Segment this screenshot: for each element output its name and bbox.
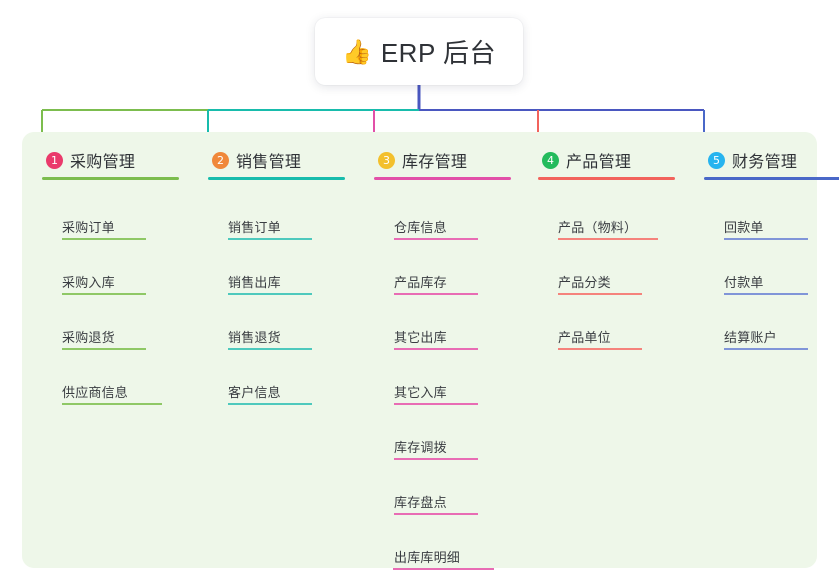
branch-underline — [704, 177, 839, 180]
leaf-item[interactable]: 付款单 — [724, 267, 816, 295]
branch-column-4: 4 产品管理产品（物料） 产品分类产品单位 — [530, 140, 680, 350]
leaf-item[interactable]: 其它入库 — [394, 377, 486, 405]
branch-column-3: 3 库存管理仓库信息产品库存其它出库其它入库库存调拨库存盘点出库库明细 — [366, 140, 516, 570]
leaf-item[interactable]: 客户信息 — [228, 377, 320, 405]
leaf-underline — [394, 348, 478, 350]
leaf-item-label: 产品分类 — [558, 275, 611, 290]
leaf-underline — [724, 348, 808, 350]
leaf-item[interactable]: 回款单 — [724, 212, 816, 240]
branch-column-5: 5 财务管理回款单付款单结算账户 — [696, 140, 839, 350]
leaf-item-label: 采购订单 — [62, 220, 115, 235]
leaf-item[interactable]: 采购订单 — [62, 212, 154, 240]
leaf-underline — [394, 513, 478, 515]
root-node[interactable]: 👍 ERP 后台 — [315, 18, 523, 85]
branch-title: 产品管理 — [566, 154, 632, 171]
leaf-item[interactable]: 销售订单 — [228, 212, 320, 240]
leaf-item-label: 结算账户 — [724, 330, 777, 345]
leaf-item[interactable]: 产品分类 — [558, 267, 650, 295]
leaf-underline — [228, 348, 312, 350]
leaf-underline — [558, 348, 642, 350]
leaf-item[interactable]: 销售退货 — [228, 322, 320, 350]
branch-underline — [374, 177, 511, 180]
leaf-item[interactable]: 销售出库 — [228, 267, 320, 295]
leaf-item[interactable]: 产品（物料） — [558, 212, 666, 240]
leaf-item-label: 其它出库 — [394, 330, 447, 345]
thumbs-up-icon: 👍 — [341, 38, 372, 66]
branch-title: 采购管理 — [70, 154, 136, 171]
leaf-item-label: 其它入库 — [394, 385, 447, 400]
leaf-item-label: 产品（物料） — [558, 220, 638, 235]
leaf-item-label: 客户信息 — [228, 385, 281, 400]
leaf-item[interactable]: 产品库存 — [394, 267, 486, 295]
leaf-item-label: 出库库明细 — [394, 550, 461, 565]
leaf-item[interactable]: 采购入库 — [62, 267, 154, 295]
leaf-underline — [394, 568, 494, 570]
leaf-item[interactable]: 仓库信息 — [394, 212, 486, 240]
leaf-underline — [228, 403, 312, 405]
leaf-underline — [228, 293, 312, 295]
branch-underline — [42, 177, 179, 180]
branch-number-badge: 4 — [542, 151, 559, 169]
branch-underline — [208, 177, 345, 180]
leaf-item[interactable]: 产品单位 — [558, 322, 650, 350]
branch-column-2: 2 销售管理销售订单销售出库销售退货客户信息 — [200, 140, 350, 405]
leaf-underline — [558, 293, 642, 295]
leaf-item[interactable]: 结算账户 — [724, 322, 816, 350]
branch-title: 财务管理 — [732, 154, 798, 171]
leaf-item-label: 付款单 — [724, 275, 764, 290]
branch-number-badge: 1 — [46, 151, 63, 169]
leaf-item-label: 销售订单 — [228, 220, 281, 235]
branch-number-badge: 5 — [708, 151, 725, 169]
branch-header-2[interactable]: 2 销售管理 — [200, 140, 350, 180]
leaf-item-label: 库存调拨 — [394, 440, 447, 455]
leaf-item[interactable]: 出库库明细 — [394, 542, 502, 570]
leaf-underline — [724, 238, 808, 240]
leaf-underline — [62, 348, 146, 350]
leaf-underline — [724, 293, 808, 295]
leaf-underline — [394, 458, 478, 460]
branch-header-5[interactable]: 5 财务管理 — [696, 140, 839, 180]
leaf-item-label: 供应商信息 — [62, 385, 129, 400]
root-node-label: ERP 后台 — [380, 38, 497, 68]
leaf-underline — [62, 293, 146, 295]
leaf-item-label: 回款单 — [724, 220, 764, 235]
branch-title: 库存管理 — [402, 154, 468, 171]
branch-column-1: 1 采购管理采购订单采购入库采购退货供应商信息 — [34, 140, 184, 405]
leaf-item[interactable]: 其它出库 — [394, 322, 486, 350]
leaf-item-label: 产品库存 — [394, 275, 447, 290]
branches-panel — [22, 132, 817, 568]
leaf-item-label: 产品单位 — [558, 330, 611, 345]
branch-number-badge: 3 — [378, 151, 395, 169]
branch-header-4[interactable]: 4 产品管理 — [530, 140, 680, 180]
leaf-item[interactable]: 库存盘点 — [394, 487, 486, 515]
leaf-item-label: 销售退货 — [228, 330, 281, 345]
leaf-item-label: 销售出库 — [228, 275, 281, 290]
leaf-item-label: 采购入库 — [62, 275, 115, 290]
branch-title: 销售管理 — [236, 154, 302, 171]
leaf-item-label: 库存盘点 — [394, 495, 447, 510]
leaf-item-label: 仓库信息 — [394, 220, 447, 235]
branch-header-1[interactable]: 1 采购管理 — [34, 140, 184, 180]
branch-number-badge: 2 — [212, 151, 229, 169]
leaf-item[interactable]: 供应商信息 — [62, 377, 170, 405]
leaf-item-label: 采购退货 — [62, 330, 115, 345]
leaf-underline — [558, 238, 658, 240]
branch-underline — [538, 177, 675, 180]
leaf-underline — [394, 293, 478, 295]
leaf-item[interactable]: 采购退货 — [62, 322, 154, 350]
leaf-item[interactable]: 库存调拨 — [394, 432, 486, 460]
leaf-underline — [228, 238, 312, 240]
leaf-underline — [62, 238, 146, 240]
branch-header-3[interactable]: 3 库存管理 — [366, 140, 516, 180]
leaf-underline — [394, 403, 478, 405]
leaf-underline — [394, 238, 478, 240]
leaf-underline — [62, 403, 162, 405]
